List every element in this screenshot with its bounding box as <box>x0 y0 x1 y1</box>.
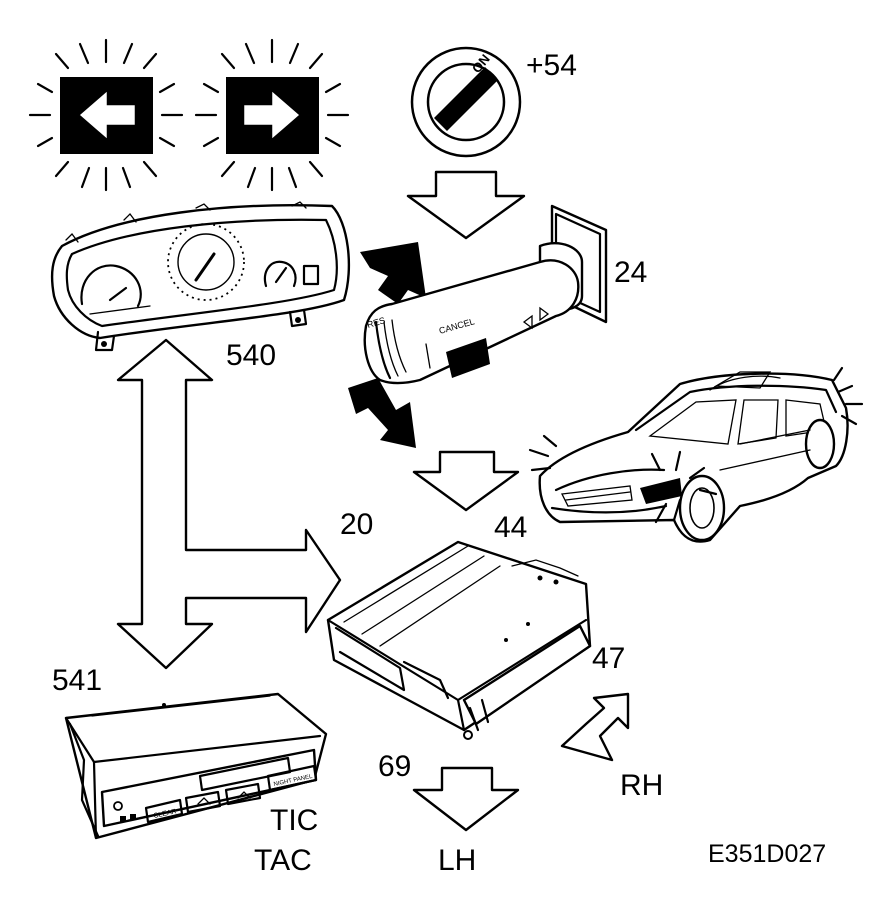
instrument-cluster-label: 540 <box>226 339 276 372</box>
left-side-label: LH <box>438 844 476 877</box>
left-turn-indicator-icon <box>28 38 184 192</box>
trip-information-computer: CLEAR NIGHT PANEL <box>64 692 328 840</box>
bus-connection-arrow <box>116 338 342 670</box>
stalk-arrows-icon <box>522 306 550 330</box>
car-icon <box>528 366 864 543</box>
turn-signal-stalk: RES CANCEL <box>363 204 608 385</box>
right-turn-indicator-icon <box>194 38 350 192</box>
tac-label: TAC <box>254 844 312 877</box>
left-side-arrow <box>412 766 520 832</box>
ignition-to-stalk-arrow <box>406 170 526 240</box>
figure-code: E351D027 <box>708 840 826 868</box>
right-output-label: 47 <box>592 642 625 675</box>
left-output-label: 69 <box>378 750 411 783</box>
right-side-arrow <box>560 692 630 762</box>
ignition-switch-icon: ON <box>410 46 522 158</box>
instrument-cluster <box>50 201 351 352</box>
tic-label: TIC <box>270 804 318 837</box>
tic-clear-button-label: CLEAR <box>153 808 177 820</box>
stalk-reset-label: RES <box>366 315 387 330</box>
stalk-down-arrow-icon <box>348 378 416 448</box>
cluster-link-label: 541 <box>52 664 102 697</box>
right-side-label: RH <box>620 769 663 802</box>
control-module-label: 20 <box>340 508 373 541</box>
ignition-label: +54 <box>526 49 577 82</box>
control-module <box>326 540 592 740</box>
stalk-label: 24 <box>614 256 647 289</box>
lamps-label: 44 <box>494 511 527 544</box>
cluster-stalk-arrow-icon <box>360 242 426 304</box>
module-input-arrow <box>412 450 520 512</box>
